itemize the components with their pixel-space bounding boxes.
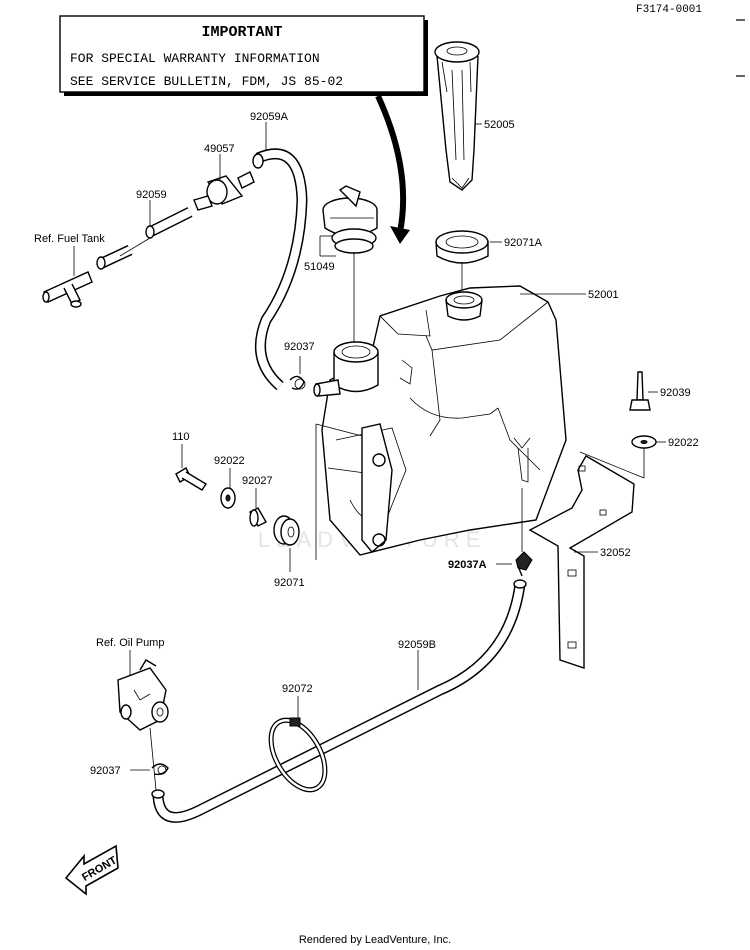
hose-92059 [96, 207, 193, 270]
notice-arrow [375, 94, 410, 244]
figure-code: F3174-0001 [636, 4, 702, 16]
clamp-92037 [289, 375, 306, 390]
label-49057: 49057 [204, 143, 235, 155]
oil-tank-52001 [313, 285, 567, 556]
clamp-92037A [515, 551, 533, 577]
label-52001: 52001 [588, 289, 619, 301]
label-92071: 92071 [274, 577, 305, 589]
rivet-92039 [629, 371, 651, 411]
label-92071A: 92071A [504, 237, 543, 249]
label-110: 110 [172, 431, 190, 443]
oil-pump-fitting [117, 659, 169, 731]
label-52005: 52005 [484, 119, 515, 131]
label-92037-bottom: 92037 [90, 765, 121, 777]
collar-92027 [249, 507, 267, 527]
filler-cap-51049 [322, 185, 378, 254]
hose-92059B [151, 579, 527, 823]
label-92072: 92072 [282, 683, 313, 695]
warranty-notice-box: IMPORTANT FOR SPECIAL WARRANTY INFORMATI… [59, 15, 428, 96]
leader-92059-b [119, 237, 151, 257]
washer-to-bracket-line-b [579, 451, 645, 479]
alignment-line [315, 423, 363, 437]
label-92059B: 92059B [398, 639, 436, 651]
notice-heading: IMPORTANT [201, 24, 282, 41]
bracket-32052 [528, 455, 635, 669]
hose-92059A [252, 148, 308, 391]
label-92039: 92039 [660, 387, 691, 399]
washer-92022-right [631, 435, 657, 449]
label-92037: 92037 [284, 341, 315, 353]
fuel-tank-t-fitting [42, 271, 93, 308]
label-92027: 92027 [242, 475, 273, 487]
clamp-92037-bottom [151, 763, 169, 776]
label-92037A: 92037A [448, 559, 487, 571]
label-92022-left: 92022 [214, 455, 245, 467]
label-ref-oil-pump: Ref. Oil Pump [96, 637, 164, 649]
label-92059: 92059 [136, 189, 167, 201]
label-51049: 51049 [304, 261, 335, 273]
footer-credit: Rendered by LeadVenture, Inc. [299, 934, 451, 946]
notice-line-1: FOR SPECIAL WARRANTY INFORMATION [70, 51, 320, 66]
label-92059A: 92059A [250, 111, 289, 123]
pump-to-hose-line [149, 727, 157, 791]
label-ref-fuel-tank: Ref. Fuel Tank [34, 233, 105, 245]
grommet-92071 [273, 515, 300, 546]
bolt-110 [175, 467, 207, 491]
notice-line-2: SEE SERVICE BULLETIN, FDM, JS 85-02 [70, 74, 343, 89]
label-32052: 32052 [600, 547, 631, 559]
grommet-92071A [435, 230, 489, 264]
band-92072 [268, 717, 328, 793]
label-92022-right: 92022 [668, 437, 699, 449]
washer-92022-left [220, 487, 236, 509]
dipstick-52005 [434, 41, 480, 191]
front-arrow-icon: FRONT [64, 844, 119, 896]
check-valve-49057 [193, 171, 255, 211]
